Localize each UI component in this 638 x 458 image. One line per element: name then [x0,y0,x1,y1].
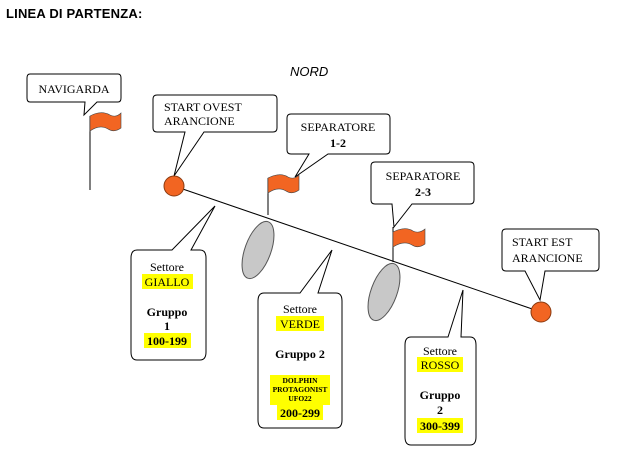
giallo-range: 100-199 [147,334,187,348]
separatore-2-3-number: 2-3 [415,185,431,199]
callout-sector-verde: Settore VERDE Gruppo 2 DOLPHIN PROTAGONI… [257,249,343,429]
separatore-1-2-flag [267,174,300,215]
orange-flag-icon [392,228,426,248]
rosso-range-highlight [417,418,463,433]
verde-boat-3: UFO22 [288,394,312,403]
grey-ellipse-marker-1 [241,220,275,280]
verde-boats-highlight [270,375,330,405]
orange-flag-icon [267,174,300,194]
callout-start-est: START EST ARANCIONE [501,228,600,302]
giallo-color-name: GIALLO [145,275,190,289]
verde-boat-2: PROTAGONIST [273,385,328,394]
rosso-color-name: ROSSO [421,358,460,372]
rosso-group-line2: 2 [437,403,443,417]
giallo-group-line2: 1 [164,319,170,333]
navigarda-label: NAVIGARDA [38,82,109,96]
callout-separatore-2-3: SEPARATORE 2-3 [370,161,475,229]
start-est-line1: START EST [512,235,573,249]
giallo-highlight [142,274,193,289]
page-title: LINEA DI PARTENZA: [6,6,143,21]
giallo-range-highlight [144,333,191,348]
start-ovest-buoy [163,175,185,197]
start-line [173,185,542,313]
grey-ellipse-marker-2 [367,262,401,322]
verde-sector-label: Settore [283,302,317,316]
callout-navigarda: NAVIGARDA [26,73,122,117]
start-est-buoy [530,301,552,323]
rosso-group-line1: Gruppo [420,388,461,402]
verde-color-name: VERDE [280,317,320,331]
verde-range-highlight [277,405,323,420]
giallo-group-line1: Gruppo [147,305,188,319]
verde-boat-1: DOLPHIN [282,376,318,385]
navigarda-flag [89,112,122,190]
callout-separatore-1-2: SEPARATORE 1-2 [286,113,391,178]
rosso-highlight [417,357,463,372]
verde-range: 200-299 [280,406,320,420]
start-est-line2: ARANCIONE [512,251,583,265]
compass-north-label: NORD [290,64,328,79]
start-ovest-line2: ARANCIONE [164,114,235,128]
separatore-1-2-name: SEPARATORE [301,120,376,134]
verde-highlight [276,316,324,331]
rosso-range: 300-399 [420,419,460,433]
separatore-2-3-flag [392,227,426,262]
callout-sector-rosso: Settore ROSSO Gruppo 2 300-399 [404,289,477,446]
callout-start-ovest: START OVEST ARANCIONE [152,94,278,177]
giallo-sector-label: Settore [150,260,184,274]
orange-flag-icon [89,112,122,132]
callout-sector-giallo: Settore GIALLO Gruppo 1 100-199 [130,205,216,361]
start-ovest-line1: START OVEST [164,100,242,114]
rosso-sector-label: Settore [423,344,457,358]
verde-group: Gruppo 2 [275,347,325,361]
separatore-1-2-number: 1-2 [330,136,346,150]
separatore-2-3-name: SEPARATORE [386,169,461,183]
